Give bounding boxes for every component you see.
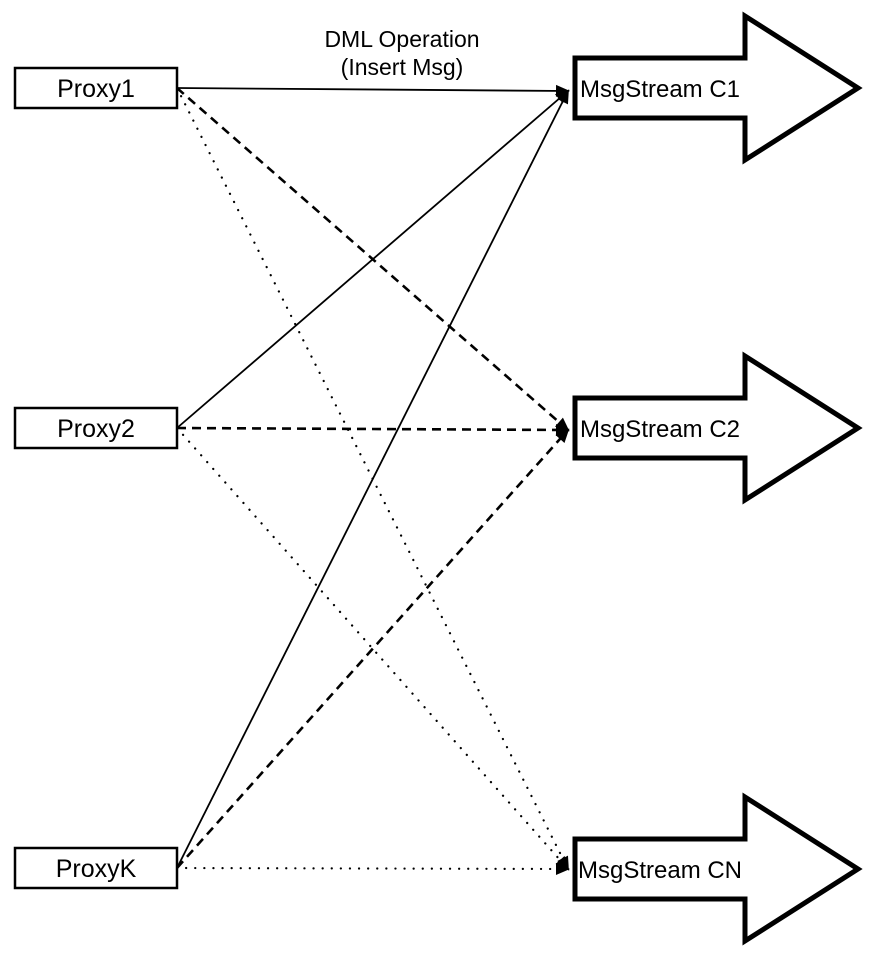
proxyk-label: ProxyK	[56, 855, 137, 883]
edge-proxy2-to-stream_c2	[176, 423, 570, 436]
proxy2-label: Proxy2	[57, 415, 135, 443]
diagram-title-line2: (Insert Msg)	[341, 54, 464, 80]
edge-proxy2-to-stream_cn	[175, 426, 570, 871]
node-proxy1: Proxy1	[13, 66, 179, 110]
edge-proxy1-to-stream_c1	[176, 84, 570, 97]
edge-proxy1-to-stream_cn	[175, 86, 570, 871]
proxy1-label: Proxy1	[57, 75, 135, 103]
node-stream-cn: MsgStream CN	[572, 792, 863, 946]
node-stream-c1: MsgStream C1	[572, 11, 863, 165]
stream-cn-arrow-shape	[572, 792, 863, 946]
stream-c2-label: MsgStream C2	[580, 416, 740, 443]
edge-proxyk-to-stream_c2	[176, 428, 570, 869]
proxy2-box	[13, 406, 179, 450]
node-stream-c2: MsgStream C2	[572, 351, 863, 505]
stream-c1-arrow-shape	[572, 11, 863, 165]
stream-cn-label: MsgStream CN	[578, 857, 742, 884]
edge-group	[175, 84, 570, 875]
edge-proxyk-to-stream_cn	[175, 862, 570, 875]
node-proxyk: ProxyK	[13, 846, 179, 890]
proxyk-box	[13, 846, 179, 890]
node-proxy2: Proxy2	[13, 406, 179, 450]
stream-c2-arrow-shape	[572, 351, 863, 505]
edge-proxy1-to-stream_c2	[176, 87, 570, 432]
diagram-title-line1: DML Operation	[324, 26, 479, 52]
stream-c1-label: MsgStream C1	[580, 76, 740, 103]
proxy1-box	[13, 66, 179, 110]
